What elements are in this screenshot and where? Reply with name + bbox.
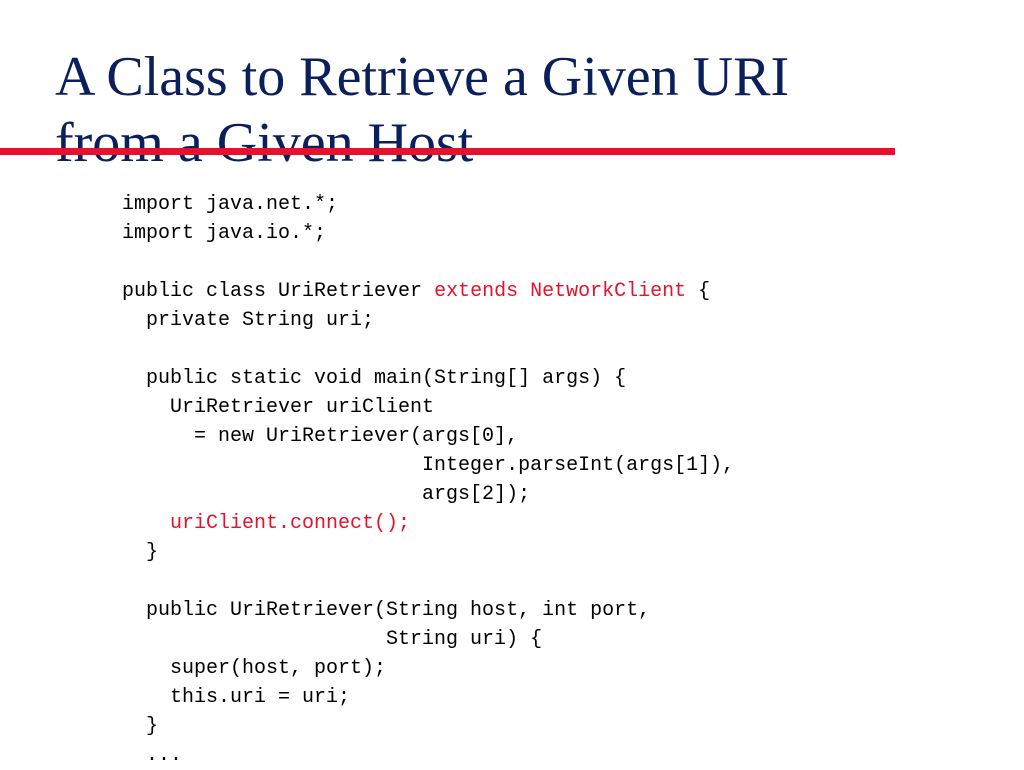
code-line: private String uri; <box>122 309 375 332</box>
code-line: = new UriRetriever(args[0], <box>122 425 519 448</box>
code-line-blank <box>122 567 734 596</box>
code-line: } <box>122 541 159 564</box>
code-line: Integer.parseInt(args[1]), <box>122 454 735 477</box>
code-line: String uri) { <box>122 628 543 651</box>
title-line-1: A Class to Retrieve a Given URI <box>55 46 790 108</box>
code-text: { <box>686 280 711 303</box>
code-line-connect-call: uriClient.connect(); <box>122 509 734 538</box>
slide-title: A Class to Retrieve a Given URI from a G… <box>55 44 955 176</box>
code-line: args[2]); <box>122 483 531 506</box>
code-block: import java.net.*; import java.io.*; pub… <box>122 190 734 770</box>
code-line: ... <box>122 744 183 767</box>
code-text: public class UriRetriever <box>122 280 435 303</box>
code-line: super(host, port); <box>122 657 387 680</box>
code-line: } <box>122 715 159 738</box>
title-underline-rule <box>0 148 895 155</box>
code-highlight-connect: uriClient.connect(); <box>170 512 411 535</box>
code-line: public static void main(String[] args) { <box>122 367 627 390</box>
code-line-blank <box>122 248 734 277</box>
code-highlight-extends: extends NetworkClient <box>434 280 687 303</box>
code-text <box>122 512 170 535</box>
code-line: UriRetriever uriClient <box>122 396 435 419</box>
code-line: import java.net.*; <box>122 193 339 216</box>
code-line: import java.io.*; <box>122 222 327 245</box>
code-line-class-declaration: public class UriRetriever extends Networ… <box>122 277 734 306</box>
code-line: public UriRetriever(String host, int por… <box>122 599 651 622</box>
title-line-2: from a Given Host <box>55 112 474 174</box>
code-line-blank <box>122 335 734 364</box>
code-line: this.uri = uri; <box>122 686 351 709</box>
